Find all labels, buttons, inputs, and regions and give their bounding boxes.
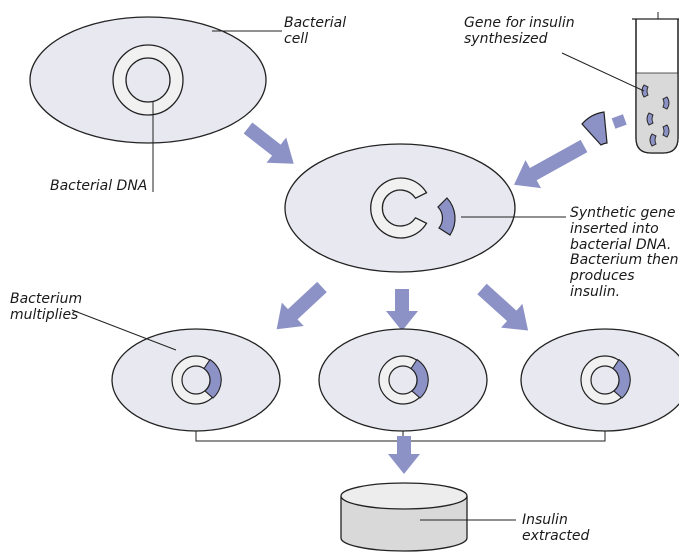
arrow-to-right-daughter	[477, 283, 529, 331]
arrow-dash	[611, 114, 627, 129]
gene-synthesized-pointer	[561, 52, 645, 92]
label-bacterial-dna: Bacterial DNA	[50, 178, 148, 194]
arrow-to-middle-daughter	[386, 289, 418, 331]
daughter-cell-middle	[318, 328, 488, 432]
label-bacterium-multiplies: Bacterium multiplies	[10, 291, 83, 323]
label-gene-synthesized: Gene for insulin synthesized	[464, 15, 575, 47]
daughter-cell-left	[111, 328, 281, 432]
test-tube	[632, 12, 679, 154]
label-bacterial-cell: Bacterial cell	[284, 15, 347, 47]
recombinant-bacterial-cell	[284, 143, 516, 273]
daughter-cell-right	[520, 328, 679, 432]
arrow-to-insulin	[388, 436, 420, 474]
bacterium-multiplies-pointer	[71, 309, 177, 351]
arrow-cell-to-recombinant	[243, 122, 294, 164]
label-insulin-extracted: Insulin extracted	[522, 512, 590, 544]
insulin-container	[340, 482, 468, 552]
arrow-to-left-daughter	[276, 281, 327, 330]
opened-bacterial-dna	[370, 177, 428, 239]
insulin-gene-fragments-in-tube	[641, 84, 670, 147]
arrow-gene-to-recombinant	[514, 139, 588, 189]
label-synthetic-gene-inserted: Synthetic gene inserted into bacterial D…	[570, 205, 679, 300]
insulin-gene-fragment	[581, 111, 608, 146]
inserted-synthetic-gene	[437, 197, 456, 236]
